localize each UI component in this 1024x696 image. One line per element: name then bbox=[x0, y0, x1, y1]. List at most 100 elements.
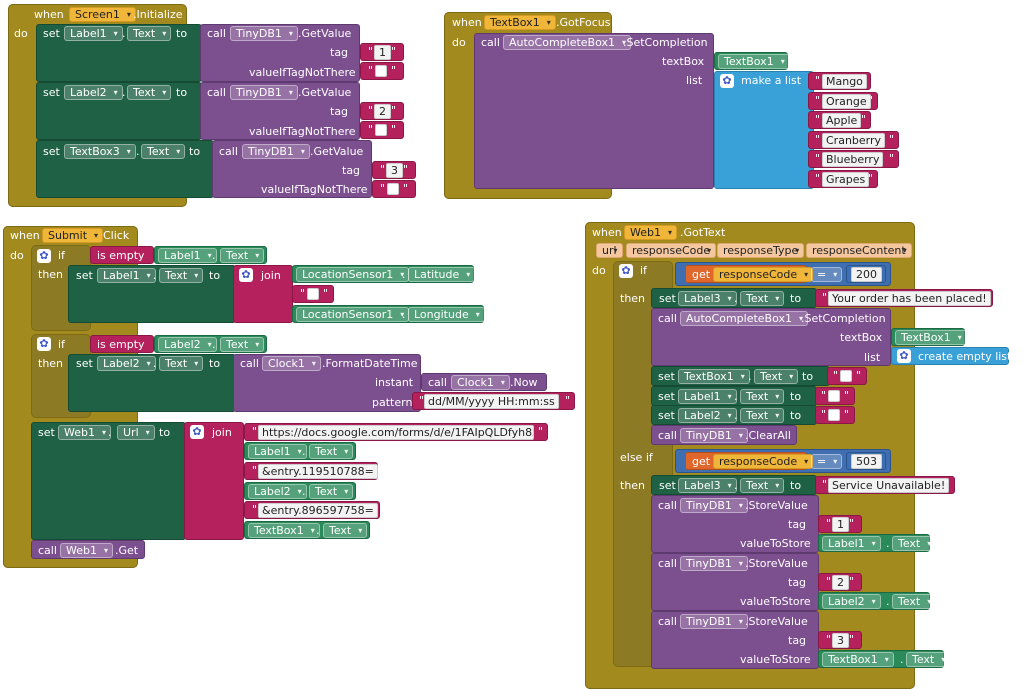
text-value[interactable]: &entry.896597758= bbox=[258, 503, 378, 518]
component-dropdown[interactable]: TinyDB1 bbox=[680, 556, 748, 571]
property-dropdown[interactable]: Longitude bbox=[408, 307, 485, 322]
set-completion-call-block[interactable] bbox=[474, 33, 714, 189]
property-dropdown[interactable]: Text bbox=[141, 144, 186, 159]
empty-text[interactable] bbox=[840, 370, 852, 382]
number-value[interactable]: 200 bbox=[851, 267, 882, 282]
component-dropdown[interactable]: TextBox3 bbox=[64, 144, 136, 159]
store-value-call-block[interactable] bbox=[651, 553, 819, 611]
url-text-value[interactable]: https://docs.google.com/forms/d/e/1FAIpQ… bbox=[258, 425, 534, 440]
property-dropdown[interactable]: Text bbox=[323, 523, 368, 538]
property-dropdown[interactable]: Text bbox=[754, 369, 799, 384]
property-dropdown[interactable]: Text bbox=[127, 26, 172, 41]
property-dropdown[interactable]: Text bbox=[220, 337, 265, 352]
is-empty-block[interactable] bbox=[90, 246, 154, 264]
gear-icon[interactable]: ✿ bbox=[897, 349, 911, 363]
component-dropdown[interactable]: TinyDB1 bbox=[230, 26, 298, 41]
component-dropdown[interactable]: Label2 bbox=[822, 594, 881, 609]
gear-icon[interactable]: ✿ bbox=[37, 337, 51, 351]
component-dropdown[interactable]: Label1 bbox=[248, 444, 307, 459]
text-value[interactable]: dd/MM/yyyy HH:mm:ss bbox=[424, 394, 559, 409]
empty-text[interactable] bbox=[307, 288, 319, 300]
list-item-value[interactable]: Cranberry bbox=[822, 132, 886, 148]
variable-dropdown[interactable]: responseCode bbox=[713, 454, 814, 469]
component-dropdown[interactable]: TextBox1 bbox=[895, 330, 967, 345]
property-dropdown[interactable]: Text bbox=[740, 408, 785, 423]
component-dropdown[interactable]: Label2 bbox=[97, 356, 156, 371]
component-dropdown[interactable]: TinyDB1 bbox=[242, 144, 310, 159]
list-item-value[interactable]: Apple bbox=[822, 113, 862, 129]
text-value[interactable]: 3 bbox=[832, 633, 849, 648]
component-dropdown[interactable]: Clock1 bbox=[262, 356, 321, 371]
component-dropdown[interactable]: Label2 bbox=[678, 408, 737, 423]
property-dropdown[interactable]: Text bbox=[159, 356, 204, 371]
gear-icon[interactable]: ✿ bbox=[239, 268, 253, 282]
text-value[interactable]: &entry.119510788= bbox=[258, 464, 378, 479]
property-dropdown[interactable]: Text bbox=[892, 594, 937, 609]
component-dropdown[interactable]: Web1 bbox=[624, 225, 677, 240]
property-dropdown[interactable]: Text bbox=[159, 268, 204, 283]
component-dropdown[interactable]: LocationSensor1 bbox=[296, 267, 410, 282]
text-value[interactable]: Your order has been placed! bbox=[828, 291, 991, 306]
empty-text[interactable] bbox=[828, 390, 840, 402]
component-dropdown[interactable]: TinyDB1 bbox=[680, 614, 748, 629]
component-dropdown[interactable]: Label2 bbox=[64, 85, 123, 100]
operator-dropdown[interactable]: = bbox=[811, 454, 843, 469]
empty-text[interactable] bbox=[828, 409, 840, 421]
component-dropdown[interactable]: Label1 bbox=[64, 26, 123, 41]
component-dropdown[interactable]: Label3 bbox=[678, 478, 737, 493]
component-dropdown[interactable]: TextBox1 bbox=[822, 652, 894, 667]
property-dropdown[interactable]: Text bbox=[892, 536, 937, 551]
component-dropdown[interactable]: TinyDB1 bbox=[680, 498, 748, 513]
component-dropdown[interactable]: Label2 bbox=[248, 484, 307, 499]
number-value[interactable]: 503 bbox=[851, 454, 882, 469]
component-dropdown[interactable]: TinyDB1 bbox=[680, 428, 748, 443]
property-dropdown[interactable]: Text bbox=[740, 389, 785, 404]
component-dropdown[interactable]: Label1 bbox=[158, 248, 217, 263]
component-dropdown[interactable]: AutoCompleteBox1 bbox=[680, 311, 808, 326]
component-dropdown[interactable]: TextBox1 bbox=[248, 523, 320, 538]
property-dropdown[interactable]: Text bbox=[740, 291, 785, 306]
text-value[interactable]: 1 bbox=[374, 45, 391, 60]
component-dropdown[interactable]: Screen1 bbox=[69, 7, 136, 22]
empty-text[interactable] bbox=[375, 124, 387, 136]
property-dropdown[interactable]: Text bbox=[740, 478, 785, 493]
param-response-type[interactable]: responseType bbox=[717, 243, 805, 258]
component-dropdown[interactable]: TextBox1 bbox=[718, 54, 790, 69]
component-dropdown[interactable]: Web1 bbox=[58, 425, 111, 440]
text-value[interactable]: Service Unavailable! bbox=[828, 478, 950, 493]
component-dropdown[interactable]: Label1 bbox=[678, 389, 737, 404]
text-value[interactable]: 1 bbox=[832, 517, 849, 532]
component-dropdown[interactable]: TextBox1 bbox=[678, 369, 750, 384]
component-dropdown[interactable]: LocationSensor1 bbox=[296, 307, 410, 322]
component-dropdown[interactable]: AutoCompleteBox1 bbox=[503, 35, 631, 50]
param-response-content[interactable]: responseContent bbox=[806, 243, 912, 258]
property-dropdown[interactable]: Text bbox=[220, 248, 265, 263]
list-item-value[interactable]: Mango bbox=[822, 74, 867, 89]
property-dropdown[interactable]: Text bbox=[906, 652, 951, 667]
component-dropdown[interactable]: TextBox1 bbox=[484, 15, 556, 30]
empty-text[interactable] bbox=[375, 65, 387, 77]
component-dropdown[interactable]: Label3 bbox=[678, 291, 737, 306]
join-block[interactable] bbox=[184, 422, 244, 540]
gear-icon[interactable]: ✿ bbox=[37, 249, 51, 263]
empty-text[interactable] bbox=[387, 183, 399, 195]
text-value[interactable]: 2 bbox=[832, 575, 849, 590]
text-value[interactable]: 3 bbox=[386, 163, 403, 178]
list-item-value[interactable]: Orange bbox=[822, 93, 871, 109]
gear-icon[interactable]: ✿ bbox=[720, 74, 734, 88]
component-dropdown[interactable]: Label2 bbox=[158, 337, 217, 352]
text-value[interactable]: 2 bbox=[374, 104, 391, 119]
property-dropdown[interactable]: Url bbox=[117, 425, 155, 440]
list-item-value[interactable]: Blueberry bbox=[822, 152, 884, 168]
gear-icon[interactable]: ✿ bbox=[190, 425, 204, 439]
component-dropdown[interactable]: Submit bbox=[42, 228, 104, 243]
property-dropdown[interactable]: Text bbox=[309, 444, 354, 459]
component-dropdown[interactable]: Label1 bbox=[97, 268, 156, 283]
variable-dropdown[interactable]: responseCode bbox=[713, 267, 814, 282]
operator-dropdown[interactable]: = bbox=[811, 267, 843, 282]
component-dropdown[interactable]: Label1 bbox=[822, 536, 881, 551]
gear-icon[interactable]: ✿ bbox=[619, 264, 633, 278]
property-dropdown[interactable]: Latitude bbox=[408, 267, 476, 282]
property-dropdown[interactable]: Text bbox=[309, 484, 354, 499]
property-dropdown[interactable]: Text bbox=[127, 85, 172, 100]
